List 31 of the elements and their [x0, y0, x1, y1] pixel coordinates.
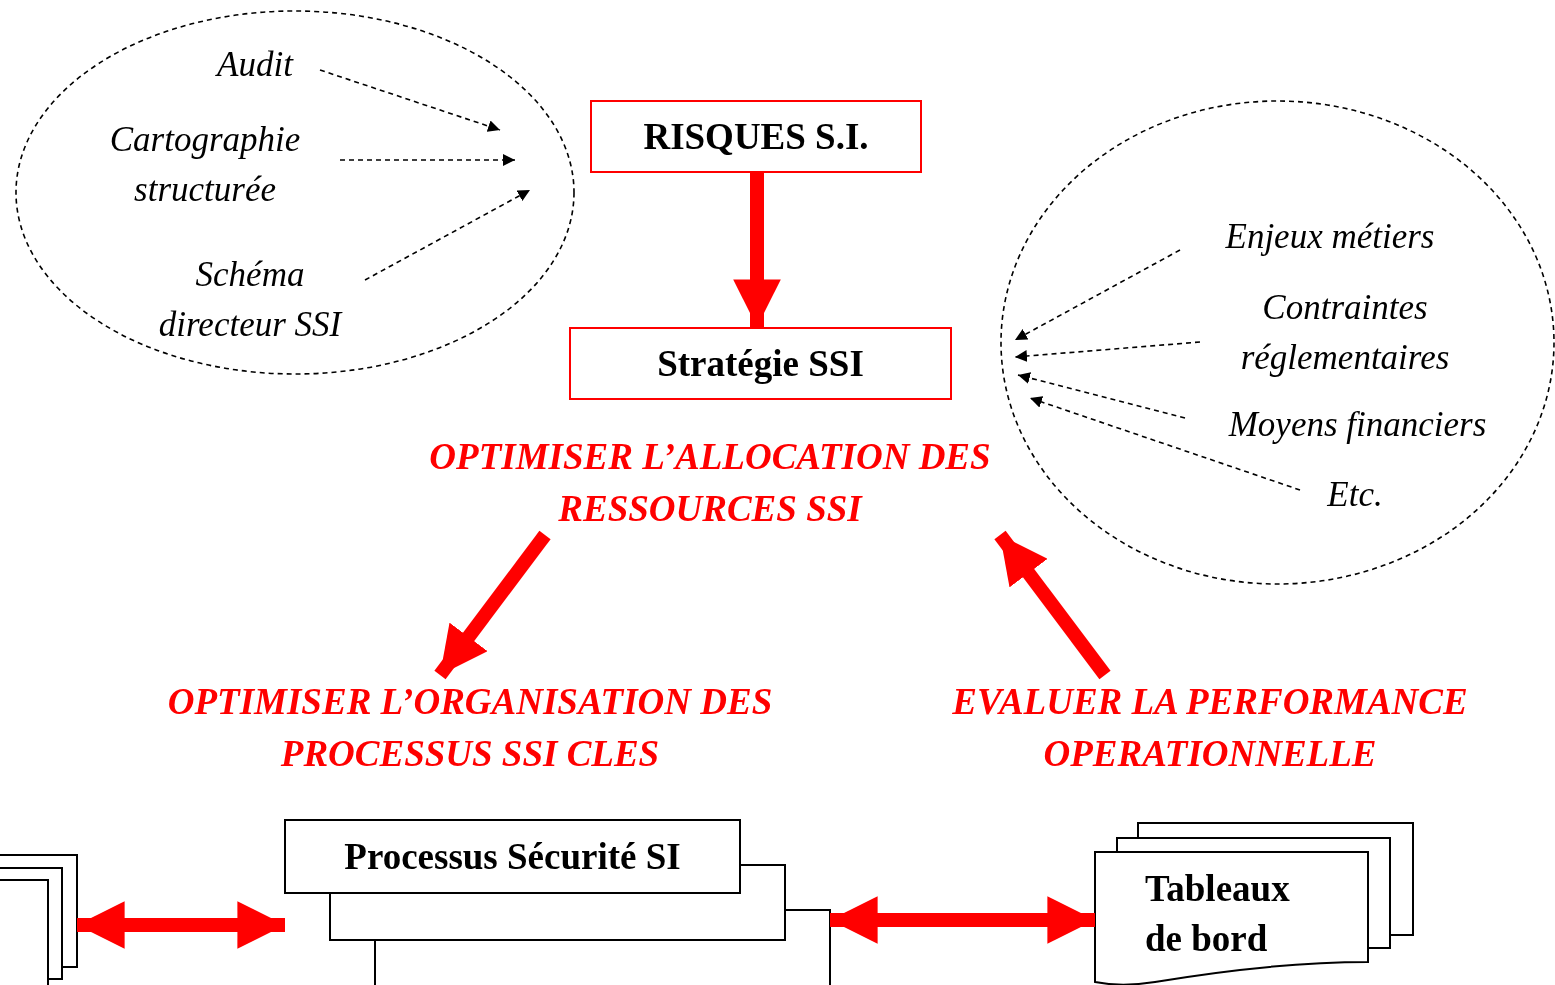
document-stack	[0, 855, 77, 985]
document-stack	[1095, 822, 1415, 985]
dashed-arrow	[339, 154, 516, 166]
ellipse-label: Audit	[190, 42, 320, 87]
dashed-ellipse	[1000, 100, 1555, 585]
objective-text: EVALUER LA PERFORMANCE OPERATIONNELLE	[895, 675, 1525, 780]
stack-title: Processus Sécurité SI	[343, 835, 682, 879]
ellipse-label: Contraintes réglementaires	[1200, 280, 1490, 385]
thick-arrow	[830, 896, 1095, 944]
dashed-arrow	[319, 69, 501, 132]
objective-text: OPTIMISER L’ORGANISATION DES PROCESSUS SSI CLES	[100, 675, 840, 780]
thick-arrow	[733, 173, 781, 327]
ellipse-label: Etc.	[1300, 470, 1410, 520]
ellipse-label: Schéma directeur SSI	[135, 250, 365, 350]
thick-arrow	[77, 901, 285, 949]
dashed-ellipse	[15, 10, 575, 375]
document-stack	[285, 820, 830, 985]
heading-box: RISQUES S.I.	[590, 100, 922, 173]
dashed-arrow	[1014, 249, 1181, 341]
ellipse-label: Cartographie structurée	[70, 115, 340, 215]
dashed-arrow	[1029, 396, 1301, 491]
stack-title: Tableaux de bord	[1145, 867, 1291, 961]
heading-box: Stratégie SSI	[569, 327, 952, 400]
thick-arrow	[994, 530, 1111, 680]
dashed-arrow	[1017, 372, 1186, 419]
ellipse-label: Moyens financiers	[1185, 400, 1530, 450]
ellipse-label: Enjeux métiers	[1180, 212, 1480, 262]
dashed-arrow	[364, 189, 531, 281]
dashed-arrow	[1014, 341, 1201, 362]
thick-arrow	[434, 530, 551, 680]
objective-text: OPTIMISER L’ALLOCATION DES RESSOURCES SSI	[370, 430, 1050, 535]
